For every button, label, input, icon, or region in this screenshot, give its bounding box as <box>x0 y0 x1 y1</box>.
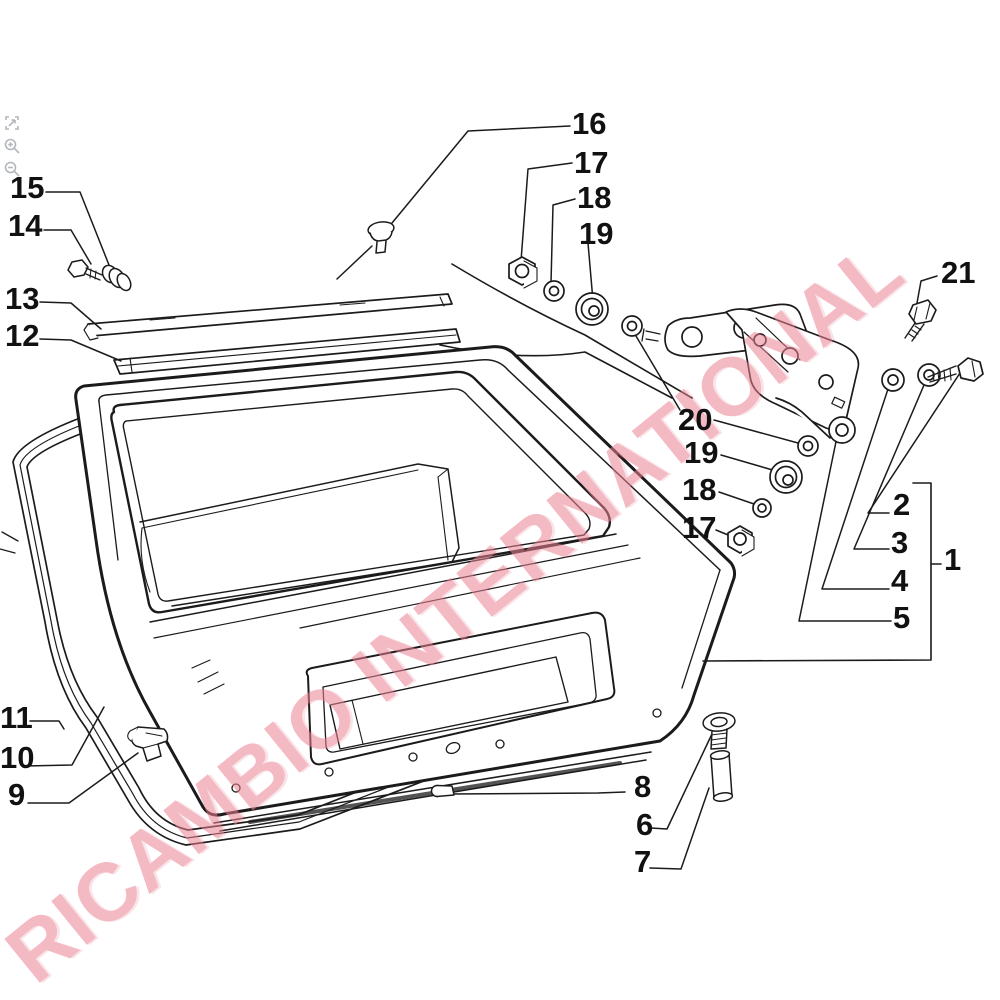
callout-part-3: 3 <box>891 525 909 560</box>
screw-14 <box>67 259 103 281</box>
viewer-toolbar <box>3 114 21 178</box>
zoom-out-icon[interactable] <box>3 160 21 178</box>
license-recess <box>305 611 616 766</box>
zoom-in-icon[interactable] <box>3 137 21 155</box>
callout-part-15: 15 <box>10 170 45 205</box>
callout-part-13: 13 <box>5 281 40 316</box>
panel-holes <box>231 708 662 793</box>
callout-part-6: 6 <box>636 807 654 842</box>
gasket-clip <box>127 726 169 762</box>
callout-part-20: 20 <box>678 402 713 437</box>
spacer-sleeve-7 <box>709 750 734 802</box>
callout-part-10: 10 <box>0 740 35 775</box>
fullscreen-icon[interactable] <box>3 114 21 132</box>
callout-part-8: 8 <box>634 769 652 804</box>
bolt-2 <box>927 357 984 383</box>
bolt-21 <box>904 299 937 342</box>
trim-strip-13 <box>83 293 453 341</box>
callout-part-2: 2 <box>893 487 911 522</box>
group-bracket <box>702 482 942 662</box>
callout-part-12: 12 <box>5 318 40 353</box>
callout-part-14: 14 <box>8 208 43 243</box>
grommet-15 <box>101 264 132 292</box>
seal-strip <box>0 417 453 846</box>
fasteners-top-set <box>508 256 643 337</box>
parcel-shelf <box>139 463 460 607</box>
callout-part-17-side: 17 <box>682 510 717 545</box>
callout-part-16: 16 <box>572 106 607 141</box>
callout-part-11: 11 <box>0 700 33 735</box>
callout-part-1: 1 <box>944 542 962 577</box>
callout-part-4: 4 <box>891 563 909 598</box>
callout-part-21: 21 <box>941 255 976 290</box>
callout-part-17-top: 17 <box>574 145 609 180</box>
push-clip-16 <box>367 221 395 254</box>
bumper-plug-8 <box>430 784 455 798</box>
hinge-assembly <box>641 303 860 444</box>
window-frame <box>110 370 641 695</box>
leader-lines <box>24 125 961 870</box>
fasteners-side-set <box>727 435 819 557</box>
callout-part-7: 7 <box>634 844 652 879</box>
callout-part-9: 9 <box>8 777 26 812</box>
callout-part-19-top: 19 <box>579 216 614 251</box>
hinge-mount-hardware <box>881 357 984 392</box>
tailgate-outline <box>74 345 737 817</box>
callout-part-18-top: 18 <box>577 180 612 215</box>
screw-plug-6 <box>702 712 736 750</box>
callout-part-19-side: 19 <box>684 435 719 470</box>
callout-part-18-side: 18 <box>682 472 717 507</box>
trim-strip-12 <box>113 328 461 375</box>
callout-part-5: 5 <box>893 600 911 635</box>
